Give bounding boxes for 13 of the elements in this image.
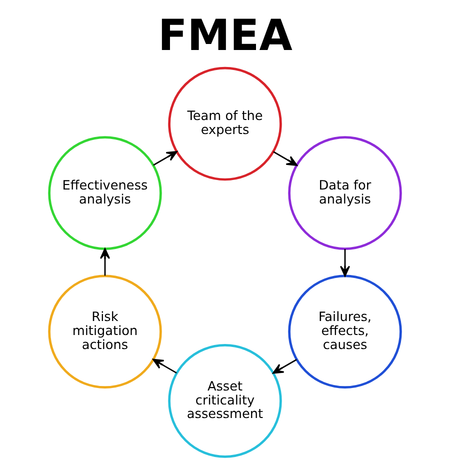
node-circle: Effectiveness analysis	[48, 136, 162, 250]
node-circle: Asset criticality assessment	[168, 344, 282, 458]
node-circle: Failures, effects, causes	[288, 274, 402, 389]
arrow	[273, 151, 298, 166]
node-circle: Team of the experts	[168, 66, 282, 181]
node-circle: Data for analysis	[288, 136, 402, 250]
arrow	[153, 150, 178, 166]
arrow	[340, 249, 350, 277]
arrow	[152, 358, 177, 374]
arrow	[272, 359, 297, 374]
arrow	[100, 248, 110, 276]
diagram-title: FMEA	[158, 10, 292, 61]
node-circle: Risk mitigation actions	[48, 274, 162, 389]
